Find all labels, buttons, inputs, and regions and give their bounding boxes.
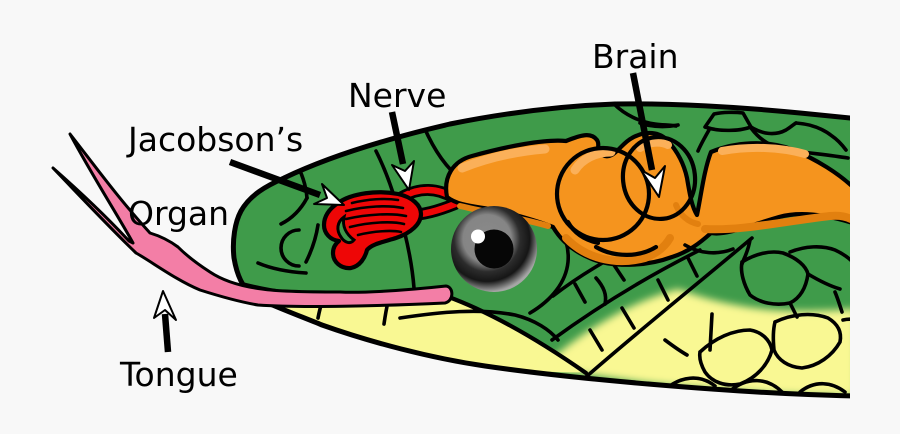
brain-arrow <box>629 72 666 198</box>
organ-hatching <box>344 197 408 237</box>
label-jacobsons-line2: Organ <box>128 194 230 233</box>
label-nerve: Nerve <box>348 76 447 115</box>
jacobsons-organ <box>321 190 424 271</box>
label-jacobsons-organ: Jacobson’s Organ <box>128 121 303 232</box>
lower-jaw <box>250 296 585 373</box>
brain-structure <box>444 130 850 267</box>
eye <box>451 206 537 292</box>
cerebrum-lobe <box>554 145 652 243</box>
tongue <box>51 132 454 308</box>
organ-curl-opening <box>336 213 357 245</box>
label-brain: Brain <box>592 37 679 76</box>
jacobsons-organ-arrow <box>228 158 345 206</box>
neck-belly <box>542 289 850 396</box>
label-tongue: Tongue <box>120 355 238 394</box>
nerve-arrow <box>388 111 415 191</box>
nostril <box>279 228 301 268</box>
eye-highlight <box>471 229 485 244</box>
head-outline <box>230 101 850 399</box>
tongue-arrow <box>153 290 177 353</box>
label-jacobsons-line1: Jacobson’s <box>128 120 304 159</box>
rear-lobe <box>620 134 698 222</box>
